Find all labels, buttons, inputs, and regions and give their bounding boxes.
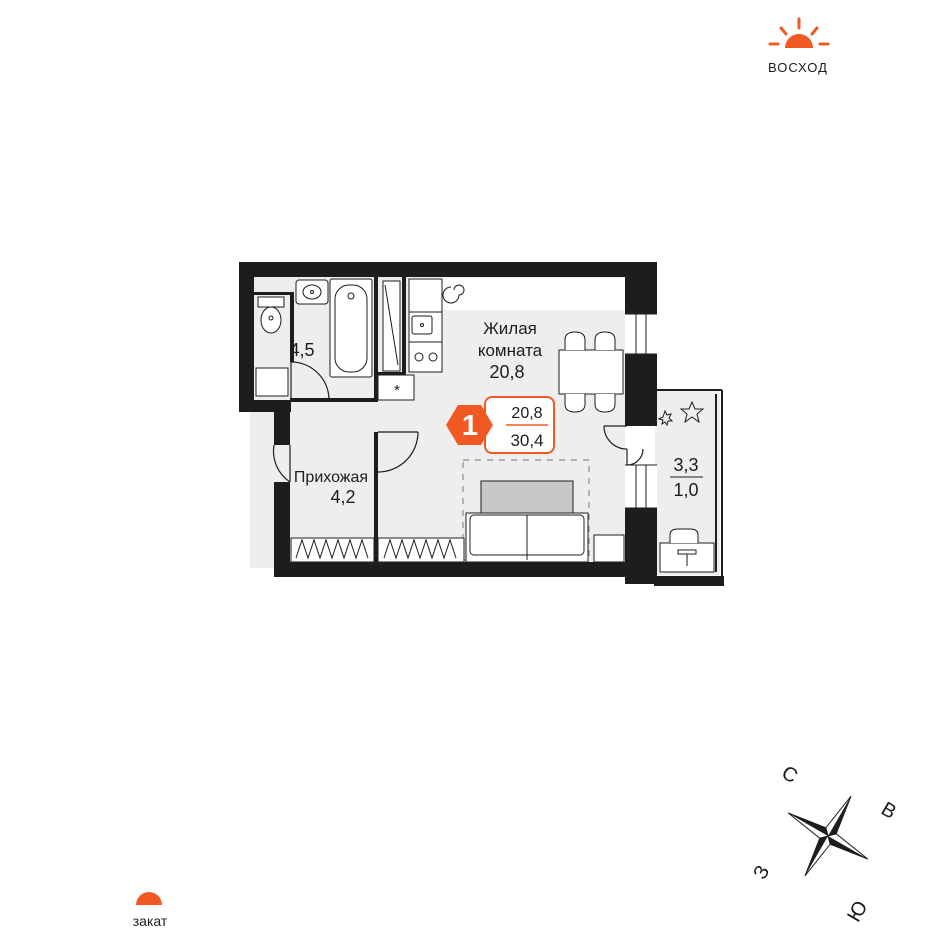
- balcony-area: 3,3: [673, 455, 698, 475]
- sunset-label: закат: [133, 913, 168, 929]
- hallway-area: 4,2: [330, 487, 355, 507]
- living-room-name-line1: Жилая: [483, 319, 537, 338]
- stove-icon: [408, 341, 443, 373]
- toilet-icon: [257, 296, 285, 334]
- floor-plan: *: [239, 262, 724, 586]
- rooms-count: 1: [462, 410, 478, 442]
- balcony-railing: [657, 389, 723, 578]
- wardrobe: [290, 537, 375, 563]
- window: [625, 313, 657, 355]
- sunset-indicator: закат: [133, 892, 168, 929]
- bathroom-area: 4,5: [289, 340, 314, 360]
- kitchen-counter: [415, 278, 625, 310]
- door-bathroom: [290, 361, 330, 401]
- sink-icon: [295, 279, 329, 305]
- living-room-area: 20,8: [489, 362, 524, 382]
- fan-icon: [442, 284, 465, 304]
- plant-icon: [657, 400, 705, 427]
- nightstand: [593, 534, 625, 563]
- compass-east: В: [877, 798, 900, 824]
- hallway-name: Прихожая: [294, 469, 368, 486]
- desk-icon: [659, 528, 715, 573]
- badge-total-area: 30,4: [510, 431, 543, 450]
- door-entrance: [272, 444, 291, 483]
- compass-west: З: [749, 862, 774, 883]
- ventilation-icon: *: [394, 382, 400, 399]
- sun-icon: [136, 892, 162, 905]
- compass-rose-icon: [787, 795, 869, 877]
- door-balcony: [603, 425, 644, 466]
- window: [625, 464, 657, 509]
- wardrobe: [377, 537, 465, 563]
- door-hallway: [377, 431, 419, 473]
- kitchen-unit: [377, 278, 465, 401]
- compass-south: Ю: [843, 897, 872, 926]
- bathtub-icon: [329, 278, 373, 378]
- dining-table-icon: [558, 331, 624, 413]
- sink-icon: [408, 311, 443, 343]
- rooms-count-hexagon: [446, 405, 493, 445]
- outer-walls: [239, 262, 724, 586]
- badge-living-area: 20,8: [511, 405, 542, 422]
- sofa-icon: [465, 480, 589, 563]
- interior-walls: [254, 277, 406, 562]
- sunrise-indicator: ВОСХОД: [768, 17, 830, 75]
- sun-icon: [768, 17, 830, 48]
- compass-north: С: [778, 762, 802, 788]
- balcony-area-reduced: 1,0: [673, 480, 698, 500]
- apartment-badge: 1 20,8 30,4: [446, 396, 555, 454]
- sunrise-label: ВОСХОД: [768, 60, 828, 75]
- washing-machine: [255, 367, 289, 397]
- living-room-name-line2: комната: [478, 341, 543, 360]
